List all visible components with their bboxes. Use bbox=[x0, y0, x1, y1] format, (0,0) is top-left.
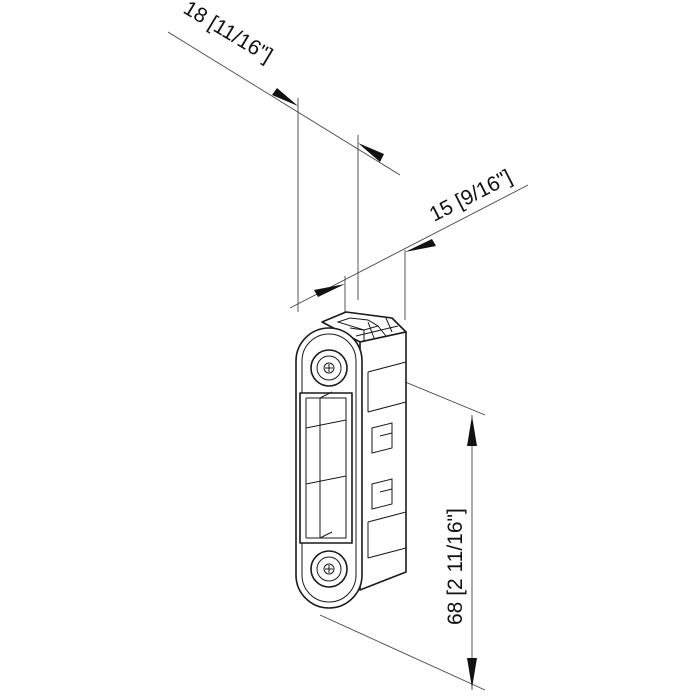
top-screw-hole bbox=[310, 349, 348, 387]
dimension-depth: 15 [9/16"] bbox=[289, 165, 529, 330]
arrow-head bbox=[405, 239, 436, 252]
arrow-head bbox=[272, 88, 298, 106]
dimension-depth-label: 15 [9/16"] bbox=[426, 165, 516, 226]
dimension-width: 18 [11/16"] bbox=[167, 0, 401, 312]
arrow-head bbox=[467, 416, 477, 446]
arrow-head bbox=[467, 658, 477, 688]
strike-plate-faceplate bbox=[295, 327, 363, 609]
arrow-head bbox=[314, 284, 345, 297]
arrow-head bbox=[358, 143, 384, 162]
bottom-screw-hole bbox=[310, 550, 348, 588]
dimension-height: 68 [2 11/16"] bbox=[319, 359, 486, 691]
latch-opening bbox=[299, 391, 353, 544]
dimension-width-label: 18 [11/16"] bbox=[179, 0, 276, 67]
dimension-height-label: 68 [2 11/16"] bbox=[444, 508, 467, 625]
